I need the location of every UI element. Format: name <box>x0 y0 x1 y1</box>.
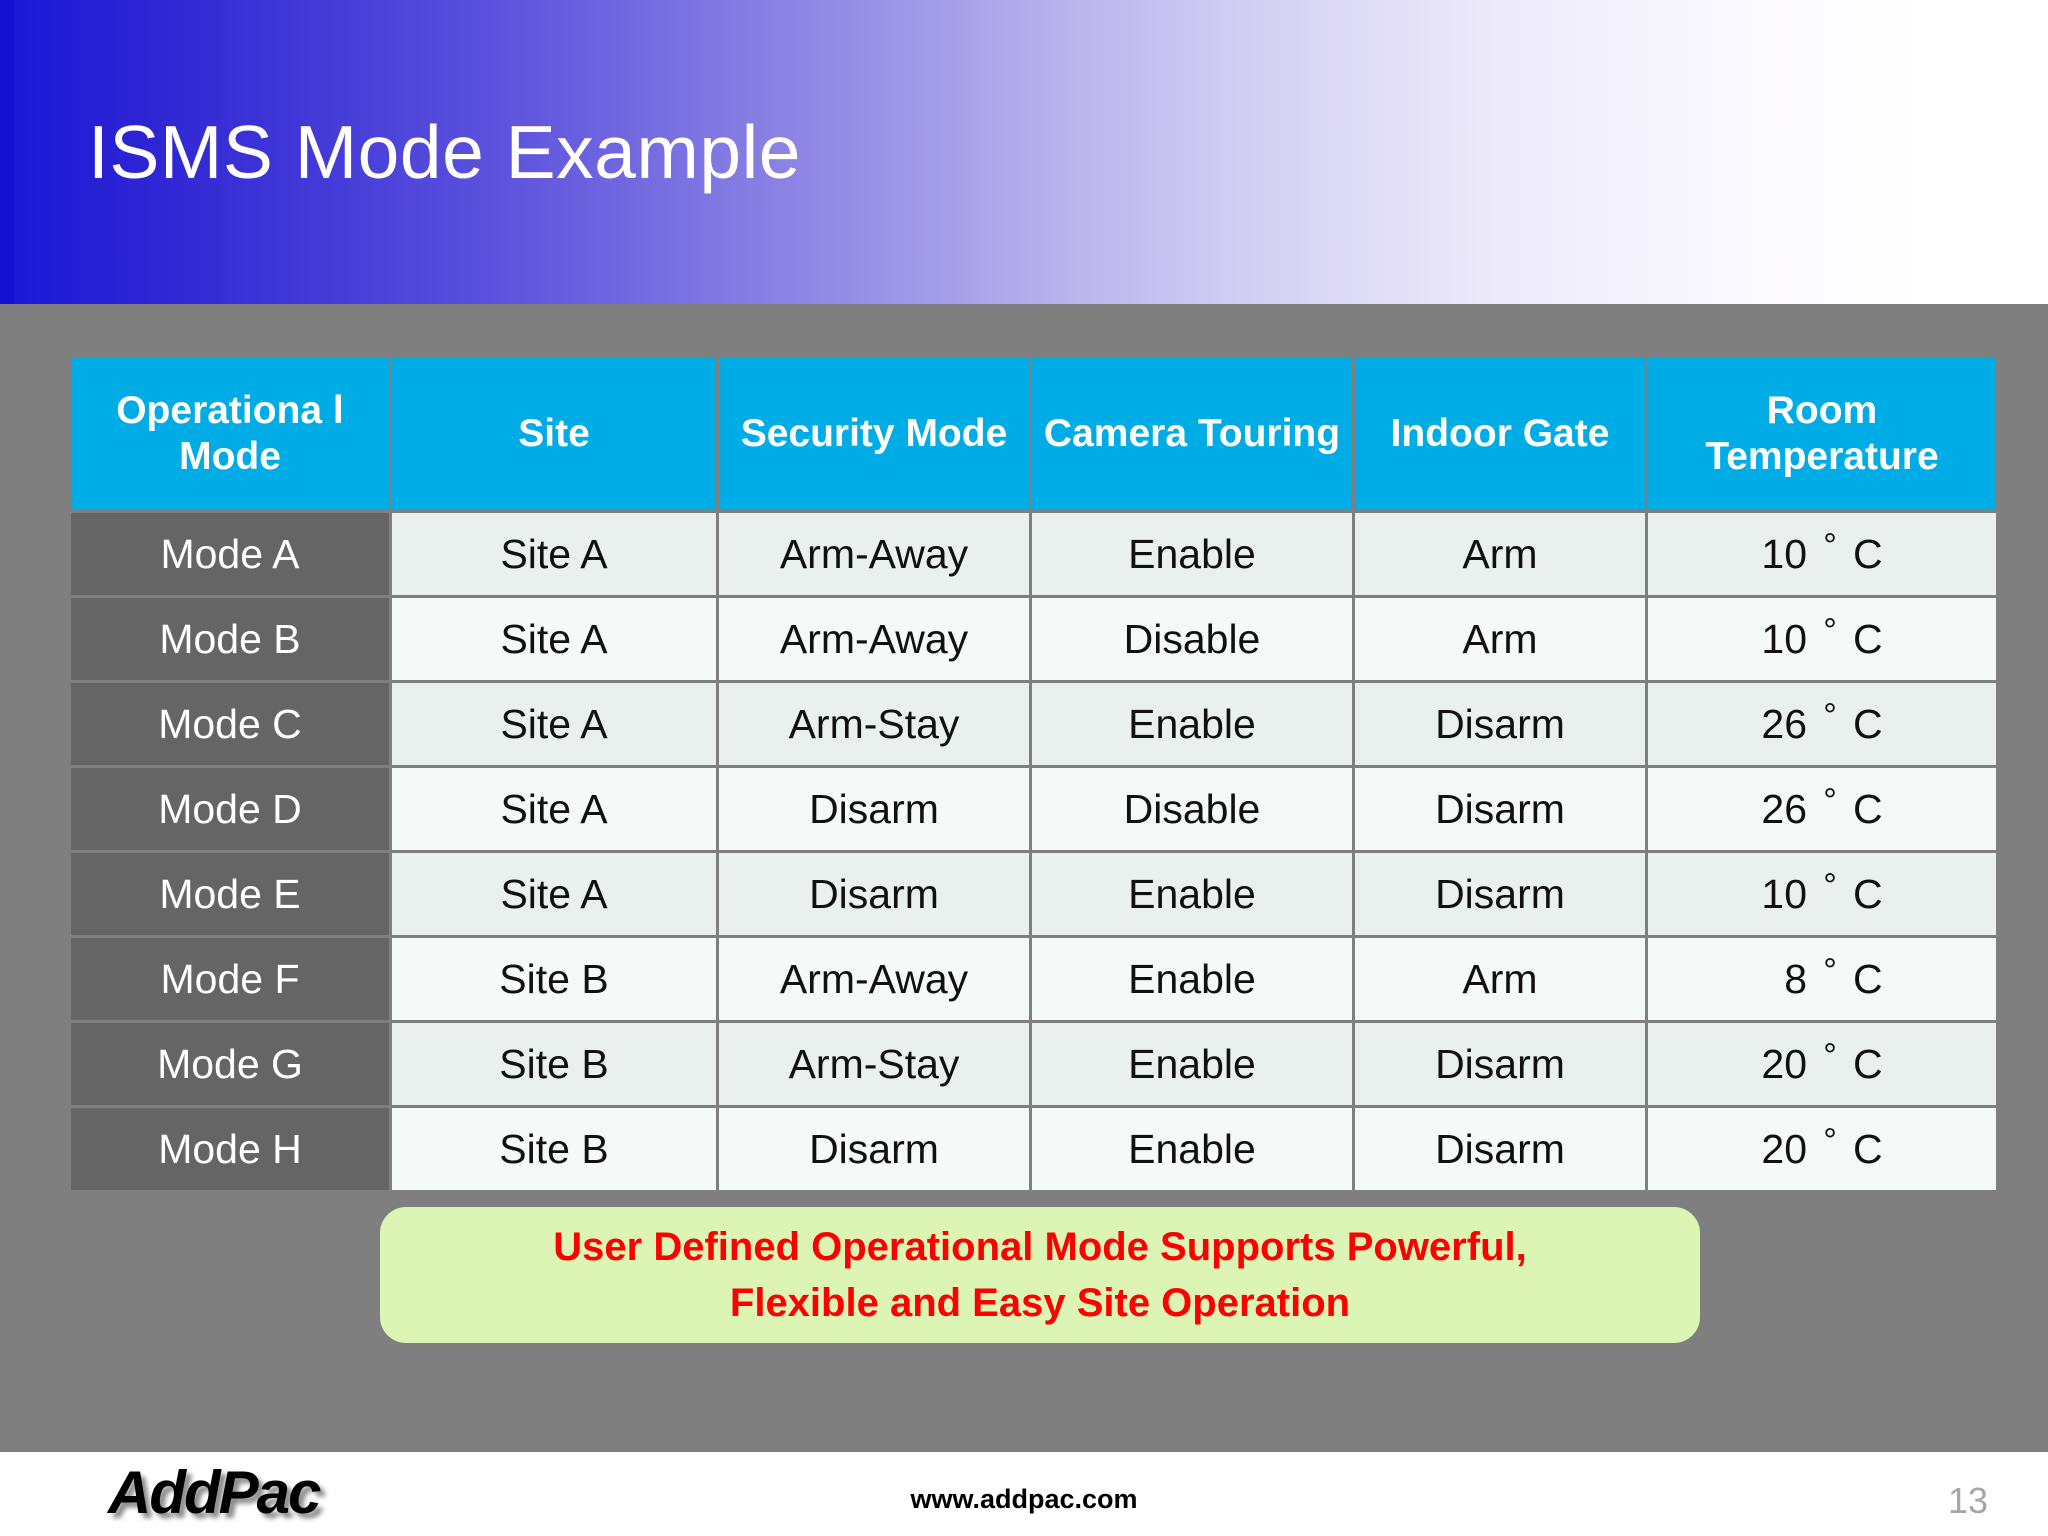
cell-room-temperature: 26 ° C <box>1648 768 1996 850</box>
degree-icon: ° <box>1823 696 1837 735</box>
cell-security-mode: Disarm <box>719 768 1029 850</box>
cell-camera-touring: Enable <box>1032 1108 1352 1190</box>
cell-site: Site A <box>392 768 716 850</box>
temperature-unit: C <box>1853 785 1883 832</box>
cell-operational-mode: Mode C <box>71 683 389 765</box>
degree-icon: ° <box>1823 951 1837 990</box>
temperature-value: 26 <box>1761 700 1807 747</box>
degree-icon: ° <box>1823 1121 1837 1160</box>
cell-camera-touring: Enable <box>1032 1023 1352 1105</box>
cell-security-mode: Arm-Away <box>719 938 1029 1020</box>
column-header-site: Site <box>392 358 716 510</box>
cell-indoor-gate: Arm <box>1355 513 1645 595</box>
temperature-unit: C <box>1853 955 1883 1002</box>
addpac-logo: AddPac <box>108 1459 321 1526</box>
temperature-value: 10 <box>1761 530 1807 577</box>
temperature-value: 10 <box>1761 615 1807 662</box>
cell-security-mode: Arm-Stay <box>719 683 1029 765</box>
cell-security-mode: Disarm <box>719 853 1029 935</box>
table-row: Mode D Site A Disarm Disable Disarm 26 °… <box>71 768 1996 850</box>
cell-room-temperature: 8 ° C <box>1648 938 1996 1020</box>
temperature-unit: C <box>1853 530 1883 577</box>
cell-indoor-gate: Disarm <box>1355 683 1645 765</box>
cell-operational-mode: Mode H <box>71 1108 389 1190</box>
temperature-value: 20 <box>1761 1040 1807 1087</box>
cell-camera-touring: Disable <box>1032 598 1352 680</box>
table-header-row: Operationa l Mode Site Security Mode Cam… <box>71 358 1996 510</box>
cell-security-mode: Disarm <box>719 1108 1029 1190</box>
cell-indoor-gate: Disarm <box>1355 768 1645 850</box>
table-row: Mode H Site B Disarm Enable Disarm 20 ° … <box>71 1108 1996 1190</box>
table-row: Mode G Site B Arm-Stay Enable Disarm 20 … <box>71 1023 1996 1105</box>
degree-icon: ° <box>1823 781 1837 820</box>
cell-site: Site A <box>392 853 716 935</box>
title-band: ISMS Mode Example <box>0 0 2048 304</box>
cell-indoor-gate: Arm <box>1355 938 1645 1020</box>
isms-mode-table: Operationa l Mode Site Security Mode Cam… <box>68 355 1999 1193</box>
temperature-unit: C <box>1853 1040 1883 1087</box>
table-body: Mode A Site A Arm-Away Enable Arm 10 ° C… <box>71 513 1996 1190</box>
table-row: Mode C Site A Arm-Stay Enable Disarm 26 … <box>71 683 1996 765</box>
temperature-value: 26 <box>1761 785 1807 832</box>
temperature-unit: C <box>1853 1125 1883 1172</box>
temperature-value: 20 <box>1761 1125 1807 1172</box>
cell-site: Site A <box>392 598 716 680</box>
cell-camera-touring: Disable <box>1032 768 1352 850</box>
cell-operational-mode: Mode A <box>71 513 389 595</box>
cell-operational-mode: Mode G <box>71 1023 389 1105</box>
cell-room-temperature: 20 ° C <box>1648 1023 1996 1105</box>
table-row: Mode A Site A Arm-Away Enable Arm 10 ° C <box>71 513 1996 595</box>
cell-room-temperature: 10 ° C <box>1648 853 1996 935</box>
table-row: Mode B Site A Arm-Away Disable Arm 10 ° … <box>71 598 1996 680</box>
cell-site: Site B <box>392 1023 716 1105</box>
column-header-security-mode: Security Mode <box>719 358 1029 510</box>
cell-indoor-gate: Disarm <box>1355 853 1645 935</box>
cell-indoor-gate: Disarm <box>1355 1108 1645 1190</box>
cell-site: Site A <box>392 513 716 595</box>
degree-icon: ° <box>1823 611 1837 650</box>
column-header-indoor-gate: Indoor Gate <box>1355 358 1645 510</box>
title-band-accent <box>0 0 14 304</box>
footer-url: www.addpac.com <box>910 1484 1138 1514</box>
column-header-room-temperature: Room Temperature <box>1648 358 1996 510</box>
cell-indoor-gate: Arm <box>1355 598 1645 680</box>
callout-box: User Defined Operational Mode Supports P… <box>380 1207 1700 1343</box>
cell-camera-touring: Enable <box>1032 938 1352 1020</box>
cell-security-mode: Arm-Away <box>719 598 1029 680</box>
cell-operational-mode: Mode F <box>71 938 389 1020</box>
cell-camera-touring: Enable <box>1032 853 1352 935</box>
cell-indoor-gate: Disarm <box>1355 1023 1645 1105</box>
table-row: Mode F Site B Arm-Away Enable Arm 8 ° C <box>71 938 1996 1020</box>
temperature-value: 8 <box>1784 955 1807 1002</box>
temperature-unit: C <box>1853 700 1883 747</box>
page-number: 13 <box>1947 1480 1988 1521</box>
callout-line-2: Flexible and Easy Site Operation <box>729 1281 1351 1325</box>
cell-site: Site B <box>392 938 716 1020</box>
table-row: Mode E Site A Disarm Enable Disarm 10 ° … <box>71 853 1996 935</box>
page-title: ISMS Mode Example <box>88 110 801 194</box>
cell-operational-mode: Mode B <box>71 598 389 680</box>
cell-security-mode: Arm-Stay <box>719 1023 1029 1105</box>
degree-icon: ° <box>1823 1036 1837 1075</box>
cell-security-mode: Arm-Away <box>719 513 1029 595</box>
cell-room-temperature: 26 ° C <box>1648 683 1996 765</box>
column-header-operational-mode: Operationa l Mode <box>71 358 389 510</box>
callout-line-1: User Defined Operational Mode Supports P… <box>553 1225 1527 1269</box>
cell-site: Site B <box>392 1108 716 1190</box>
cell-room-temperature: 10 ° C <box>1648 598 1996 680</box>
temperature-unit: C <box>1853 615 1883 662</box>
cell-camera-touring: Enable <box>1032 513 1352 595</box>
cell-operational-mode: Mode D <box>71 768 389 850</box>
degree-icon: ° <box>1823 526 1837 565</box>
cell-operational-mode: Mode E <box>71 853 389 935</box>
cell-room-temperature: 10 ° C <box>1648 513 1996 595</box>
cell-site: Site A <box>392 683 716 765</box>
temperature-value: 10 <box>1761 870 1807 917</box>
column-header-camera-touring: Camera Touring <box>1032 358 1352 510</box>
cell-room-temperature: 20 ° C <box>1648 1108 1996 1190</box>
temperature-unit: C <box>1853 870 1883 917</box>
cell-camera-touring: Enable <box>1032 683 1352 765</box>
degree-icon: ° <box>1823 866 1837 905</box>
footer: AddPac www.addpac.com 13 <box>0 1452 2048 1536</box>
